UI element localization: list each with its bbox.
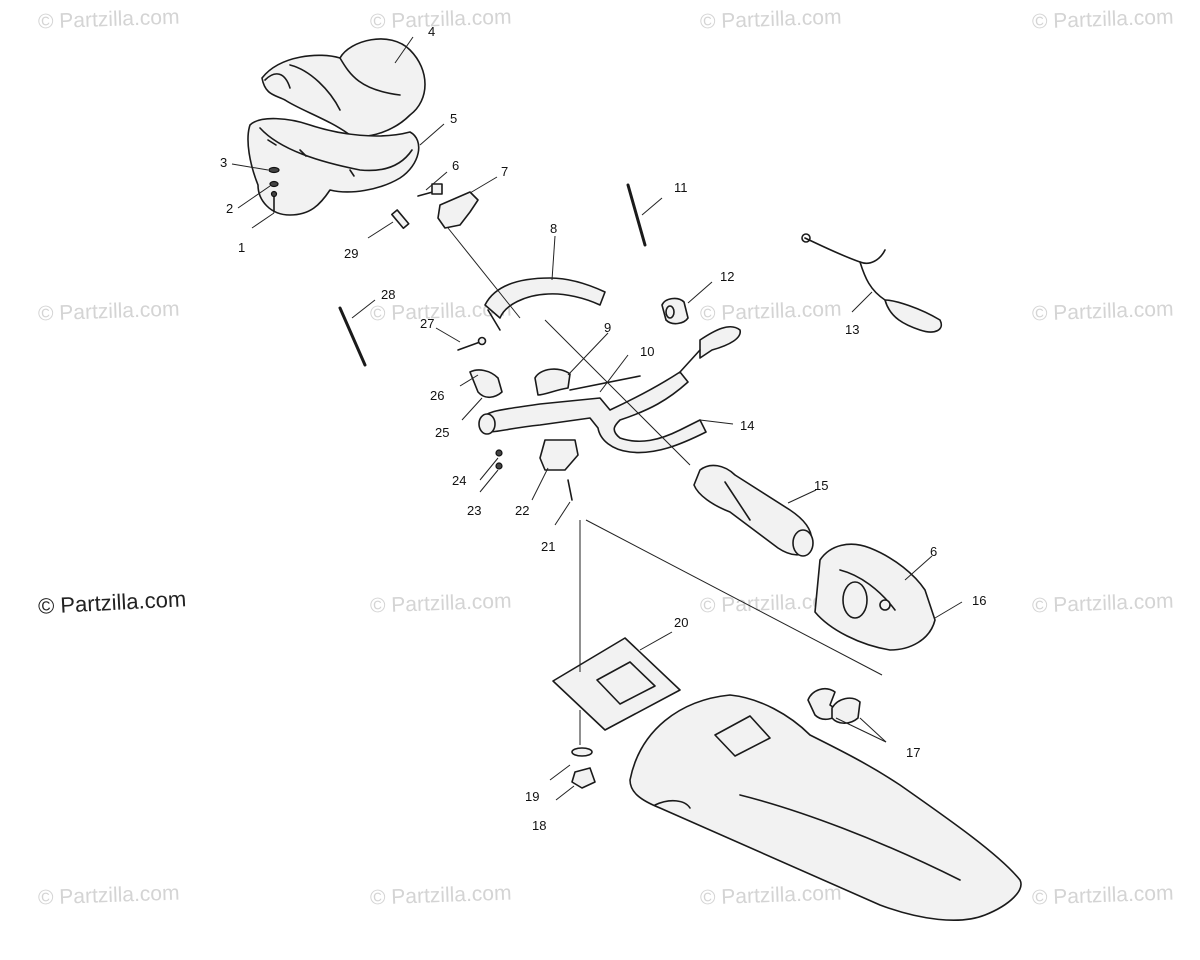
callout-24: 24 bbox=[452, 473, 466, 488]
callout-6: 6 bbox=[452, 158, 459, 173]
callout-19: 19 bbox=[525, 789, 539, 804]
callout-4: 4 bbox=[428, 24, 435, 39]
part-11-rod bbox=[626, 183, 647, 247]
callout-1: 1 bbox=[238, 240, 245, 255]
part-25-26-bracket bbox=[469, 369, 503, 399]
part-9-bracket bbox=[534, 368, 571, 396]
callout-25: 25 bbox=[435, 425, 449, 440]
part-13-lanyard bbox=[801, 233, 942, 333]
part-12-end-cap bbox=[661, 297, 689, 325]
part-15-steering-column bbox=[693, 464, 814, 557]
part-1-3-screws bbox=[268, 166, 280, 213]
callout-23: 23 bbox=[467, 503, 481, 518]
callout-5: 5 bbox=[450, 111, 457, 126]
callout-28: 28 bbox=[381, 287, 395, 302]
part-16-helm-housing bbox=[814, 543, 936, 651]
callout-3: 3 bbox=[220, 155, 227, 170]
part-27-bolt bbox=[457, 341, 481, 351]
callout-6b: 6 bbox=[930, 544, 937, 559]
callout-13: 13 bbox=[845, 322, 859, 337]
part-17-clips bbox=[807, 688, 861, 725]
part-8-bracket bbox=[484, 277, 606, 331]
callout-7: 7 bbox=[501, 164, 508, 179]
callout-2: 2 bbox=[226, 201, 233, 216]
part-21-24-hardware bbox=[495, 439, 579, 501]
part-20-plate bbox=[552, 637, 681, 731]
hull-deck bbox=[629, 694, 1022, 921]
part-6-7-clamp bbox=[417, 183, 479, 229]
callout-15: 15 bbox=[814, 478, 828, 493]
callout-17: 17 bbox=[906, 745, 920, 760]
callout-26: 26 bbox=[430, 388, 444, 403]
callout-22: 22 bbox=[515, 503, 529, 518]
callout-16: 16 bbox=[972, 593, 986, 608]
part-4-steering-cover bbox=[261, 38, 426, 138]
callout-12: 12 bbox=[720, 269, 734, 284]
callout-8: 8 bbox=[550, 221, 557, 236]
callout-10: 10 bbox=[640, 344, 654, 359]
part-18-nut bbox=[571, 767, 596, 789]
part-28-rod bbox=[338, 306, 367, 367]
part-5-lower-cover bbox=[247, 117, 420, 216]
part-10-lever bbox=[569, 375, 641, 391]
callout-29: 29 bbox=[344, 246, 358, 261]
callout-27: 27 bbox=[420, 316, 434, 331]
callout-11: 11 bbox=[674, 180, 688, 195]
callout-20: 20 bbox=[674, 615, 688, 630]
leader-lines bbox=[231, 36, 963, 801]
callout-18: 18 bbox=[532, 818, 546, 833]
part-19-washer bbox=[571, 747, 593, 757]
part-14-handlebar bbox=[478, 325, 741, 454]
part-29-pin bbox=[390, 209, 410, 230]
part-27-bolt-head bbox=[477, 336, 487, 346]
callout-14: 14 bbox=[740, 418, 754, 433]
callout-9: 9 bbox=[604, 320, 611, 335]
callout-21: 21 bbox=[541, 539, 555, 554]
